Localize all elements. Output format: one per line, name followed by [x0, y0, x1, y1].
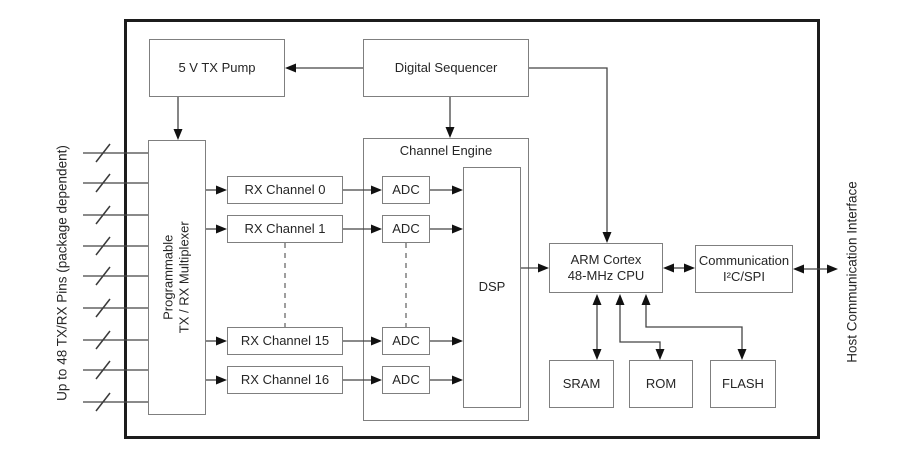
block-flash: FLASH — [710, 360, 776, 408]
cpu-label-line1: ARM Cortex — [570, 251, 642, 267]
adc-16-label: ADC — [392, 371, 420, 387]
tx-pump-label: 5 V TX Pump — [178, 59, 256, 75]
block-sram: SRAM — [549, 360, 614, 408]
block-arm-cpu: ARM Cortex 48-MHz CPU — [549, 243, 663, 293]
block-adc-1: ADC — [382, 215, 430, 243]
rx-channel-0-label: RX Channel 0 — [244, 181, 326, 197]
rom-label: ROM — [645, 375, 677, 391]
block-rx-channel-1: RX Channel 1 — [227, 215, 343, 243]
pins-label: Up to 48 TX/RX Pins (package dependent) — [54, 145, 70, 401]
block-rx-channel-0: RX Channel 0 — [227, 176, 343, 204]
block-rom: ROM — [629, 360, 693, 408]
adc-1-label: ADC — [392, 220, 420, 236]
adc-15-label: ADC — [392, 332, 420, 348]
adc-0-label: ADC — [392, 181, 420, 197]
rx-channel-15-label: RX Channel 15 — [240, 332, 330, 348]
block-tx-pump: 5 V TX Pump — [149, 39, 285, 97]
block-dsp: DSP — [463, 167, 521, 408]
block-communication: Communication I²C/SPI — [695, 245, 793, 293]
block-adc-16: ADC — [382, 366, 430, 394]
sram-label: SRAM — [562, 375, 601, 391]
flash-label: FLASH — [722, 375, 764, 391]
rx-channel-1-label: RX Channel 1 — [244, 220, 326, 236]
channel-engine-label: Channel Engine — [399, 143, 493, 158]
cpu-label-line2: 48-MHz CPU — [567, 268, 645, 283]
dsp-label: DSP — [478, 279, 506, 295]
communication-label-line2: I²C/SPI — [723, 269, 765, 284]
rx-channel-16-label: RX Channel 16 — [240, 371, 330, 387]
communication-label-line1: Communication — [698, 252, 790, 268]
host-interface-label: Host Communication Interface — [844, 181, 860, 363]
block-digital-sequencer: Digital Sequencer — [363, 39, 529, 97]
block-tx-rx-multiplexer: Programmable TX / RX Multiplexer — [148, 140, 206, 415]
digital-sequencer-label: Digital Sequencer — [394, 59, 498, 75]
multiplexer-label-line2: TX / RX Multiplexer — [177, 221, 193, 334]
multiplexer-label-line1: Programmable — [160, 234, 176, 321]
block-adc-0: ADC — [382, 176, 430, 204]
block-rx-channel-15: RX Channel 15 — [227, 327, 343, 355]
block-adc-15: ADC — [382, 327, 430, 355]
block-rx-channel-16: RX Channel 16 — [227, 366, 343, 394]
chip-boundary — [124, 19, 820, 439]
